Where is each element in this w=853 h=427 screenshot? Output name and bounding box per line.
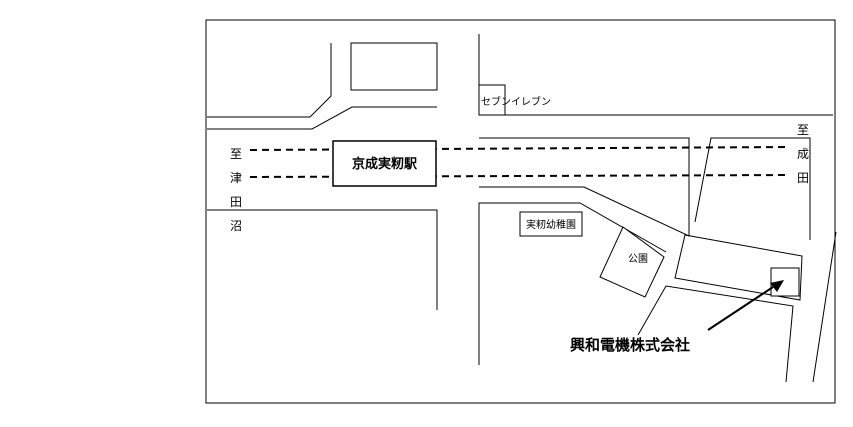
building-block: [350, 42, 438, 91]
seven-eleven-building: [478, 84, 506, 116]
kindergarten-label: 実籾幼稚園: [526, 218, 576, 231]
company-label: 興和電機株式会社: [570, 336, 690, 354]
direction-left-char: 沼: [230, 219, 242, 233]
store-label: セブンイレブン: [481, 95, 551, 108]
road-nw-top: [207, 43, 332, 118]
road-left-south: [207, 209, 438, 310]
direction-right-char: 至: [797, 123, 809, 137]
station-label: 京成実籾駅: [352, 156, 418, 172]
direction-right: 至 成 田: [797, 123, 809, 185]
direction-left-char: 至: [230, 147, 242, 161]
railway-line-bottom: [249, 174, 791, 178]
road-right-block: [694, 137, 811, 240]
direction-right-char: 成: [797, 147, 809, 161]
road-south-diagonal: [637, 285, 794, 383]
park-label: 公園: [628, 253, 648, 265]
park-area: [599, 226, 665, 298]
map-frame: [205, 19, 836, 404]
station-box: [332, 140, 437, 187]
direction-left-char: 津: [230, 171, 242, 185]
company-pointer-arrow: [707, 286, 774, 331]
roads: [207, 34, 837, 383]
kindergarten-box: [519, 211, 583, 237]
road-nw-bottom: [207, 106, 437, 130]
railway: [249, 146, 791, 178]
road-east-edge: [812, 231, 837, 383]
direction-left: 至 津 田 沼: [230, 147, 242, 233]
road-center-block: [479, 137, 690, 237]
direction-left-char: 田: [230, 195, 242, 209]
direction-right-char: 田: [797, 171, 809, 185]
company-pointer-arrowhead: [770, 280, 784, 292]
road-east-loop: [674, 234, 803, 301]
